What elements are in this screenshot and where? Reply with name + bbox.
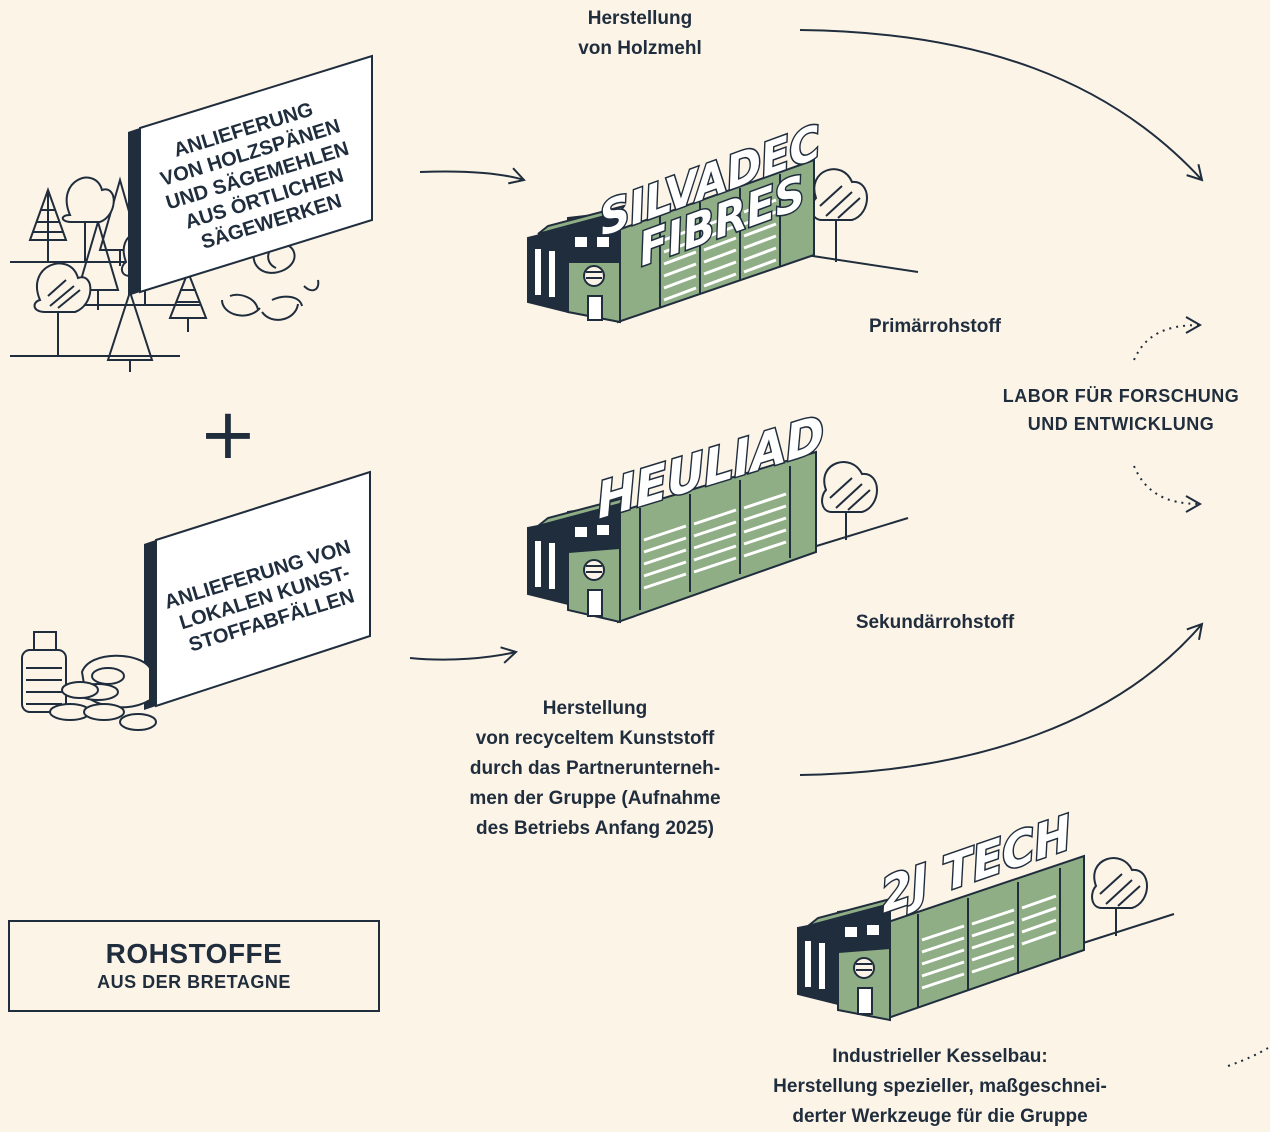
boiler-line-1: Industrieller Kesselbau: [832, 1046, 1048, 1067]
recycled-plastic-label: Herstellung von recyceltem Kunststoff du… [420, 694, 770, 844]
dotted-arrow-secondary [1133, 465, 1203, 513]
dotted-arrow-primary [1133, 316, 1203, 361]
wood-flour-label: Herstellung von Holzmehl [540, 4, 740, 64]
boiler-line-3: derter Werkzeuge für die Gruppe [792, 1106, 1088, 1127]
recycled-line-2: von recyceltem Kunststoff [475, 728, 715, 749]
wood-flour-line-2: von Holzmehl [578, 38, 702, 59]
plus-sign: + [199, 393, 258, 475]
arrow-wood-flour [799, 29, 1204, 182]
wood-flour-line-1: Herstellung [587, 8, 693, 29]
legend-title: ROHSTOFFE [105, 938, 283, 969]
twoj-tech-factory: 2J TECH [797, 803, 1175, 1022]
recycled-line-1: Herstellung [542, 698, 648, 719]
plastic-delivery-sign: ANLIEFERUNG VON LOKALEN KUNST- STOFFABFÄ… [144, 470, 371, 710]
dotted-line-bottom [1227, 1047, 1269, 1067]
recycled-line-4: men der Gruppe (Aufnahme [469, 788, 721, 809]
lab-label: LABOR FÜR FORSCHUNG UND ENTWICKLUNG [980, 382, 1262, 438]
raw-materials-legend: ROHSTOFFE AUS DER BRETAGNE [8, 920, 380, 1012]
silvadec-factory: SILVADEC FIBRES [527, 114, 919, 324]
recycled-line-5: des Betriebs Anfang 2025) [476, 818, 714, 839]
arrow-recycled-plastic [799, 622, 1204, 776]
arrow-to-silvadec [419, 167, 526, 185]
boiler-line-2: Herstellung spezieller, maßgeschnei- [773, 1076, 1107, 1097]
heuliad-factory: HEULIAD [527, 404, 909, 624]
wood-delivery-sign: ANLIEFERUNG VON HOLZSPÄNEN UND SÄGEMEHLE… [128, 54, 373, 296]
plastic-waste-icon [21, 631, 157, 731]
boiler-construction-label: Industrieller Kesselbau: Herstellung spe… [720, 1042, 1160, 1132]
primary-material-label: Primärrohstoff [869, 316, 1001, 337]
arrow-to-heuliad [409, 646, 518, 664]
recycled-line-3: durch das Partnerunterneh- [469, 758, 721, 779]
lab-line-2: UND ENTWICKLUNG [1027, 414, 1215, 434]
lab-line-1: LABOR FÜR FORSCHUNG [1002, 386, 1240, 406]
legend-subtitle: AUS DER BRETAGNE [97, 972, 291, 992]
secondary-material-label: Sekundärrohstoff [855, 612, 1015, 633]
